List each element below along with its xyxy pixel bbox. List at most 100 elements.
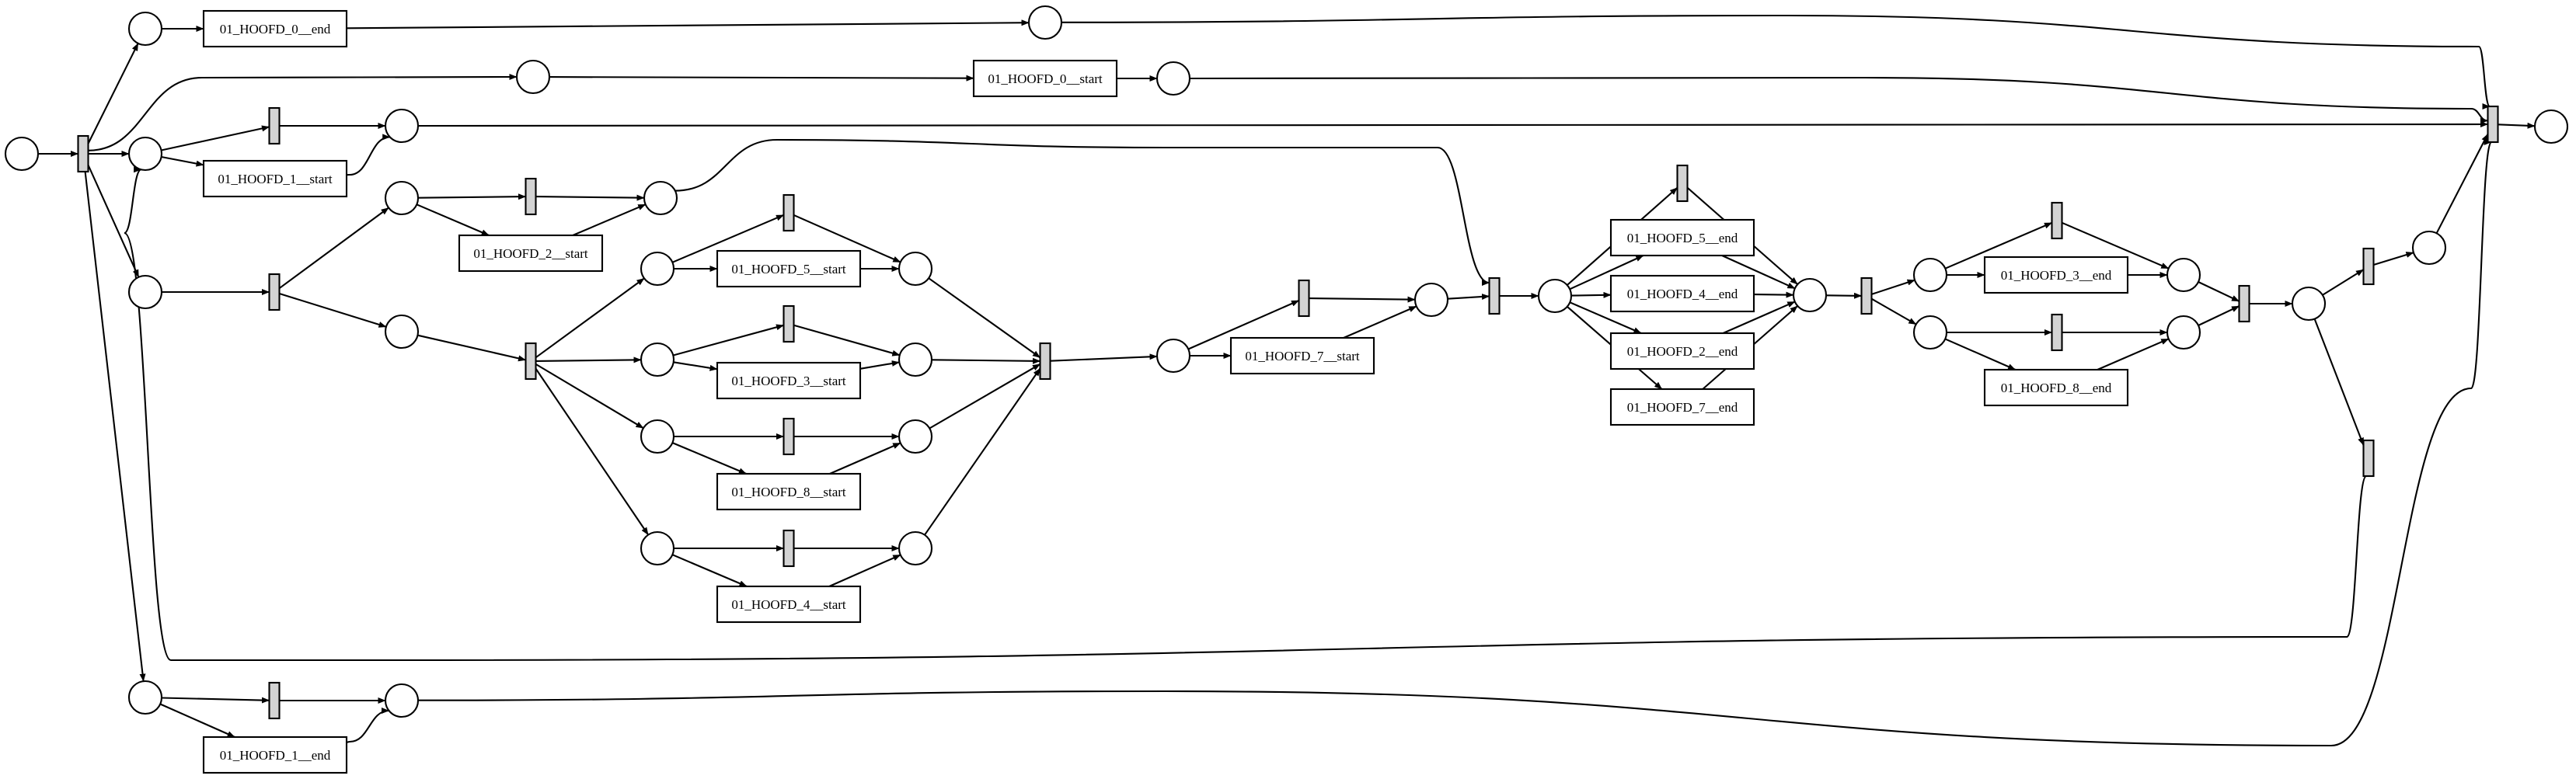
transition-label: 01_HOOFD_3__start	[731, 374, 846, 388]
arc-ts-to-pE	[84, 171, 146, 682]
transition-label: 01_HOOFD_7__end	[1627, 400, 1738, 415]
arc-pR-to-te	[2435, 134, 2489, 234]
arc-pP1-to-s_q	[2198, 281, 2240, 302]
place-pA	[127, 11, 163, 47]
arc-s_join-to-pK	[1050, 353, 1158, 362]
silent-transition-s_i3	[783, 417, 795, 456]
transition-t5start: 01_HOOFD_5__start	[716, 249, 862, 288]
place-pJ4	[898, 530, 933, 566]
arc-pF-to-t2start	[416, 203, 490, 236]
silent-transition-s_i2	[783, 304, 795, 343]
arc-pJ4-to-s_join	[924, 367, 1041, 536]
arc-pM-to-t4end	[1570, 291, 1612, 298]
arc-pC-to-s_p1	[161, 125, 270, 151]
arc-pQ-to-s_r	[2322, 269, 2365, 296]
place-pM	[1537, 278, 1573, 314]
place-pR	[2411, 230, 2447, 266]
arc-p1e-to-te	[417, 139, 2493, 747]
silent-transition-s_pC	[268, 273, 281, 311]
transition-t1end: 01_HOOFD_1__end	[202, 736, 348, 774]
arc-ts-to-pA	[87, 43, 139, 144]
transition-t8start: 01_HOOFD_8__start	[716, 472, 862, 511]
place-pE	[127, 680, 163, 715]
transition-label: 01_HOOFD_4__start	[731, 597, 846, 612]
silent-transition-s_q	[2238, 284, 2250, 323]
arc-t8end-to-pP2	[2097, 338, 2170, 370]
arc-ts-to-pD	[87, 165, 140, 278]
arc-te-to-snk	[2498, 122, 2536, 129]
place-pH	[643, 180, 678, 216]
arc-s_pC-to-pG	[279, 292, 387, 328]
arc-t2end-to-pN	[1722, 301, 1796, 334]
place-pO2	[1912, 315, 1948, 350]
place-pC	[127, 136, 163, 172]
transition-label: 01_HOOFD_0__end	[220, 22, 331, 37]
place-pQ	[2291, 286, 2327, 322]
arc-ts-to-pB	[88, 74, 518, 151]
arc-p0b-to-te	[1189, 76, 2488, 124]
silent-transition-te	[2487, 105, 2499, 144]
arc-s_n-to-pO1	[1871, 279, 1915, 295]
arc-s_k-to-pL	[1309, 296, 1416, 303]
transition-t8end: 01_HOOFD_8__end	[1983, 368, 2129, 407]
arc-p0a-to-te	[1061, 14, 2491, 110]
arc-s_pG-to-pI4	[535, 368, 650, 536]
place-pB	[515, 59, 551, 95]
arc-pC-to-t1start	[161, 155, 204, 167]
arc-p1s-to-te	[417, 121, 2488, 128]
transition-t4start: 01_HOOFD_4__start	[716, 585, 862, 624]
transition-label: 01_HOOFD_8__end	[2001, 381, 2112, 395]
place-p1s	[384, 108, 420, 144]
arc-pB-to-t0start	[549, 75, 974, 82]
arc-pQ-to-s_back	[2313, 318, 2365, 446]
transition-label: 01_HOOFD_7__start	[1245, 349, 1360, 363]
silent-transition-s_o1	[2051, 201, 2063, 240]
sink-place	[2533, 109, 2569, 144]
place-pJ2	[898, 342, 933, 377]
arc-t1end-to-p1e	[346, 708, 389, 743]
arc-s_o1-to-pP1	[2062, 221, 2170, 270]
arc-t5end-to-pN	[1721, 255, 1796, 290]
arc-s_pG-to-pI1	[535, 277, 645, 359]
place-pD	[127, 274, 163, 310]
nodes: 01_HOOFD_0__end 01_HOOFD_0__start 01_HOOFD…	[4, 5, 2569, 774]
place-pL	[1413, 282, 1449, 318]
transition-label: 01_HOOFD_1__start	[218, 172, 333, 186]
arc-t4start-to-pJ4	[828, 554, 901, 587]
place-pJ1	[898, 251, 933, 287]
arc-pI3-to-t8start	[671, 442, 747, 475]
transition-t0start: 01_HOOFD_0__start	[972, 59, 1118, 98]
silent-transition-s_pF	[525, 177, 537, 216]
transition-t1start: 01_HOOFD_1__start	[202, 159, 348, 198]
place-pI1	[640, 251, 675, 287]
transition-label: 01_HOOFD_5__end	[1627, 231, 1738, 245]
transition-label: 01_HOOFD_3__end	[2001, 268, 2112, 283]
arc-pK-to-s_k	[1187, 299, 1299, 350]
place-pP1	[2166, 257, 2201, 293]
place-pP2	[2166, 315, 2201, 350]
arc-pJ1-to-s_join	[928, 277, 1041, 359]
silent-transition-s_n	[1860, 276, 1873, 315]
arc-pI2-to-t3start	[673, 361, 718, 371]
transition-t0end: 01_HOOFD_0__end	[202, 9, 348, 48]
place-pG	[384, 314, 420, 350]
arc-pE-to-t1end	[159, 703, 235, 738]
transition-label: 01_HOOFD_8__start	[731, 485, 846, 499]
transition-t4end: 01_HOOFD_4__end	[1609, 274, 1755, 313]
place-p1e	[384, 683, 420, 718]
transition-t7end: 01_HOOFD_7__end	[1609, 388, 1755, 426]
silent-transition-s_back	[2362, 439, 2375, 478]
source-place	[4, 136, 40, 172]
silent-transition-s_pG	[525, 342, 537, 381]
transition-label: 01_HOOFD_5__start	[731, 262, 846, 276]
silent-transition-s_r	[2362, 247, 2375, 286]
arc-s_pG-to-pI2	[535, 356, 642, 363]
arc-s_pG-to-pI3	[535, 363, 644, 429]
transition-t7start: 01_HOOFD_7__start	[1229, 336, 1375, 375]
transition-t3end: 01_HOOFD_3__end	[1983, 256, 2129, 294]
place-pF	[384, 180, 420, 216]
arc-pG-to-s_pG	[417, 334, 526, 362]
arc-pO1-to-s_o1	[1944, 221, 2052, 270]
silent-transition-s_o2	[2051, 313, 2063, 352]
